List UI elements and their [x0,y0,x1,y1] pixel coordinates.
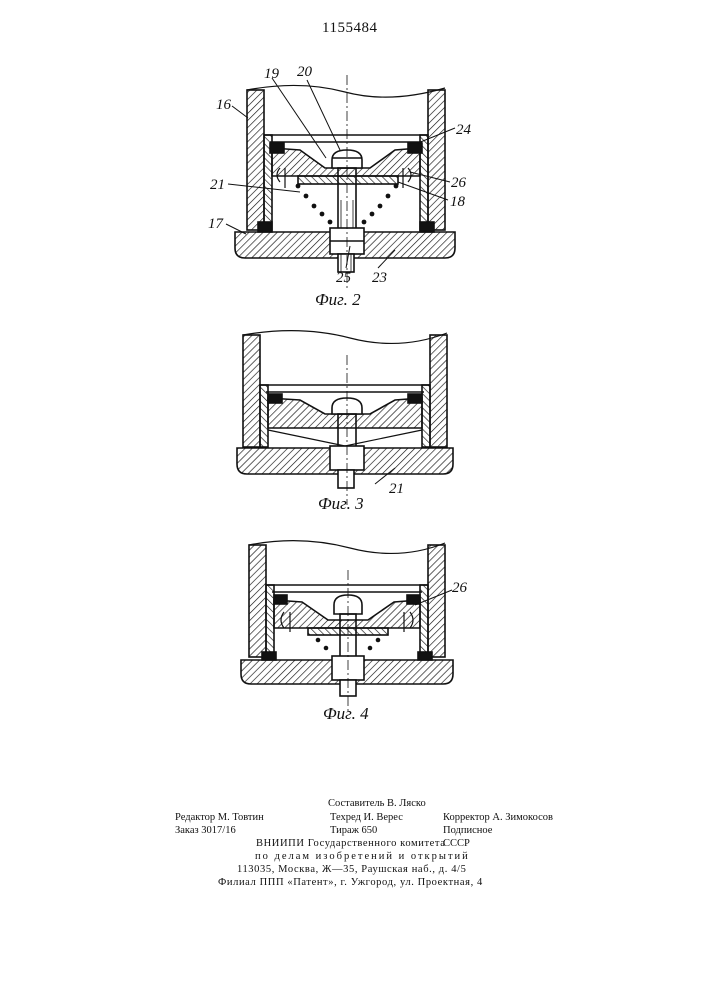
editor: Редактор М. Товтин [175,812,264,823]
organization-line2: по делам изобретений и открытий [255,851,470,862]
organization-line1: ВНИИПИ Государственного комитета [256,838,446,849]
organization-ussr: СССР [443,838,470,849]
corrector: Корректор А. Зимокосов [443,812,553,823]
compiler: Составитель В. Ляско [328,798,426,809]
techred: Техред И. Верес [330,812,403,823]
subscription: Подписное [443,825,492,836]
circulation: Тираж 650 [330,825,377,836]
branch: Филиал ППП «Патент», г. Ужгород, ул. Про… [218,877,483,888]
address: 113035, Москва, Ж—35, Раушская наб., д. … [237,864,466,875]
order-number: Заказ 3017/16 [175,825,236,836]
